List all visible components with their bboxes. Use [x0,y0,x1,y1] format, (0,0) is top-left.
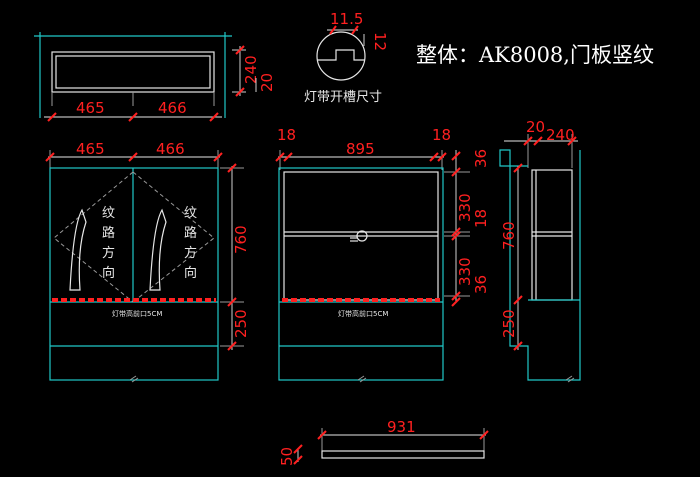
front-lower-height: 250 [232,309,250,338]
inner-width-label: 895 [346,140,375,158]
front-upper-height: 760 [232,225,250,254]
front-strip-label: 灯带高前口5CM [112,309,162,318]
front-right-width: 466 [156,140,185,158]
inner-upper-shelf: 330 [456,193,474,222]
top-left-width: 465 [76,99,105,117]
top-height-label: 240 [242,55,260,84]
inner-view: 18 895 18 灯带高前口5CM 36 330 18 330 36 [275,126,490,383]
groove-profile [317,49,365,61]
inner-right-thickness: 18 [432,126,451,144]
drawing-title: 整体：AK8008,门板竖纹 [416,43,654,67]
groove-depth-label: 12 [371,32,389,51]
grain-text-left: 纹路方向 [102,206,115,281]
inner-lower-shelf: 330 [456,257,474,286]
inner-cabinet-outline [278,167,444,381]
top-right-width: 466 [158,99,187,117]
side-outline [499,149,581,381]
grain-text-right: 纹路方向 [184,206,197,281]
top-cabinet: 465 466 240 20 [34,32,276,122]
groove-caption: 灯带开槽尺寸 [304,90,382,105]
side-lower-height: 250 [500,309,518,338]
top-depth-label: 20 [258,73,276,92]
side-panel-label: 20 [526,118,545,136]
groove-width-label: 11.5 [330,10,363,28]
side-view: 20 240 760 250 [499,118,581,383]
base-plate: 931 50 [278,418,489,466]
inner-shelf-thickness: 18 [472,209,490,228]
front-view: 465 466 纹路方向 纹路方向 灯带高前口5CM 760 250 [45,140,250,383]
side-upper-height: 760 [500,221,518,250]
side-carcass [531,169,573,301]
base-width-label: 931 [387,418,416,436]
top-cabinet-body [51,51,215,93]
inner-strip-label: 灯带高前口5CM [338,309,388,318]
grain-arrow-right-icon [149,208,167,291]
base-plate-body [321,450,485,459]
shelf-support-icon [356,230,368,242]
grain-arrow-left-icon [69,208,87,291]
groove-circle [316,31,366,81]
front-left-width: 465 [76,140,105,158]
front-cabinet-outline [49,167,219,381]
inner-top-gap: 36 [472,149,490,168]
side-depth-label: 240 [546,126,575,144]
inner-bottom-gap: 36 [472,275,490,294]
inner-left-thickness: 18 [277,126,296,144]
base-thickness-label: 50 [278,447,296,466]
groove-detail: 11.5 12 灯带开槽尺寸 [304,10,389,105]
